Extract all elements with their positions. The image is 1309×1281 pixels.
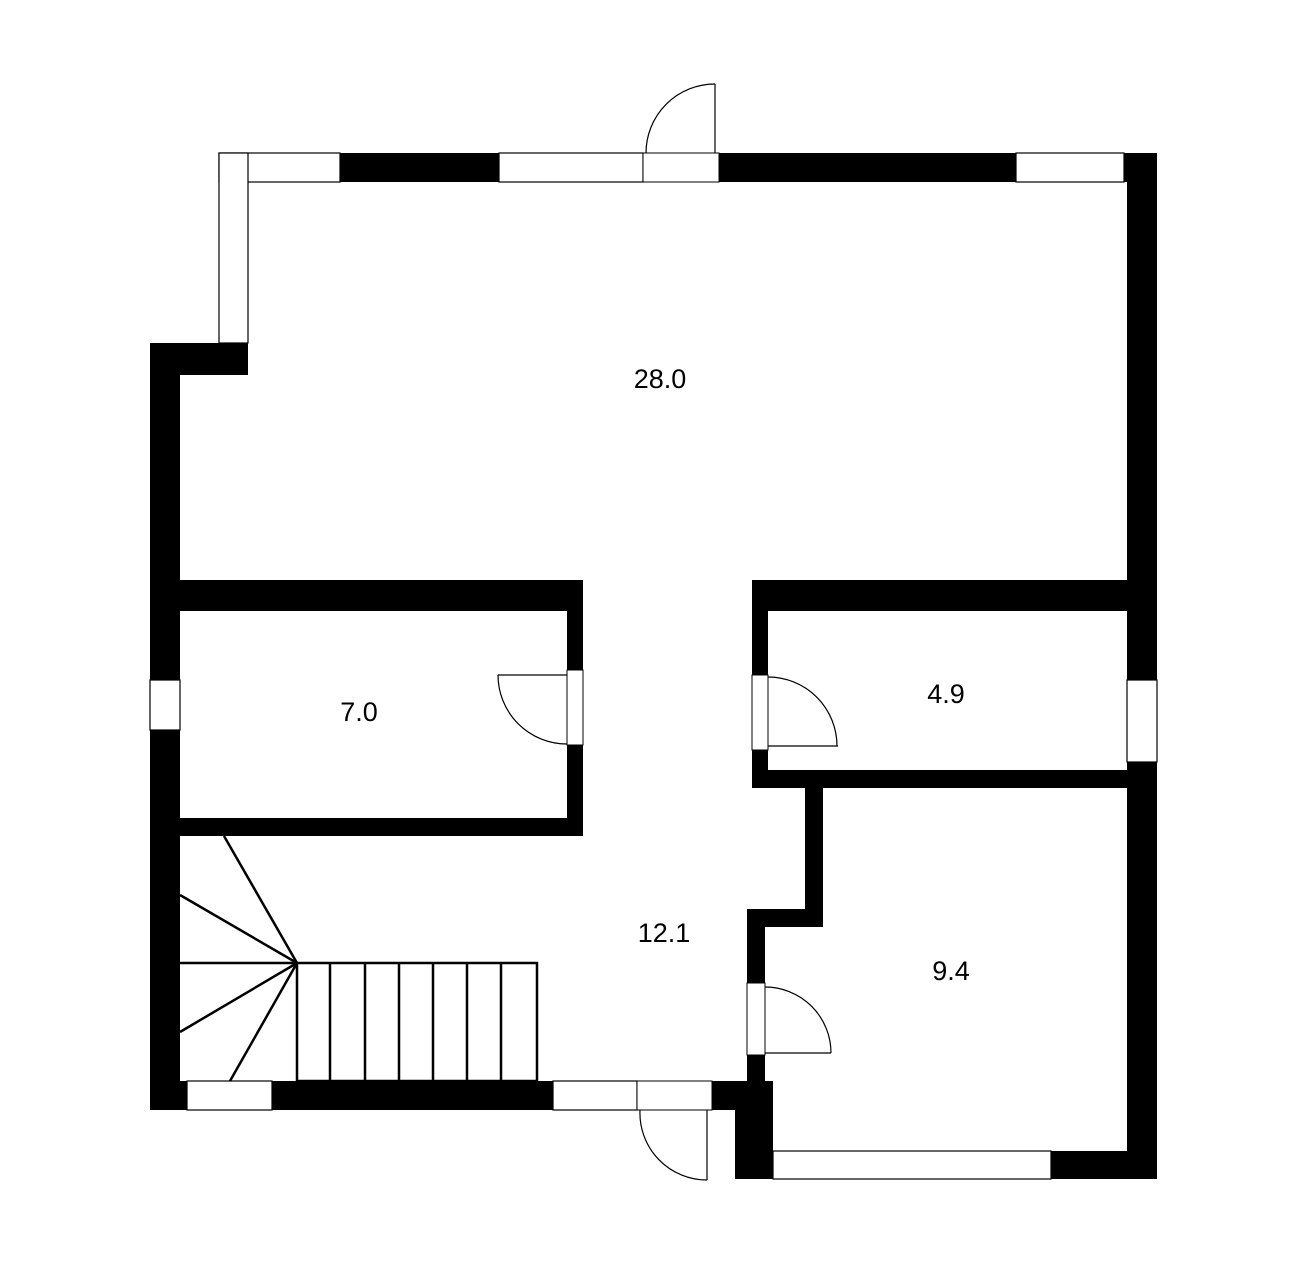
room-area-hallway: 12.1 [638,918,691,948]
left-room-bottom-wall [150,818,583,836]
small-room-door [767,676,838,747]
bottom-right-wall-left-corner [735,1081,773,1179]
bottom-door-gap [636,1080,713,1111]
bottom-wall-segment [272,1081,553,1110]
bottom-room-door-gap [746,982,766,1056]
right-wall-lower [1127,762,1157,1179]
left-upper-window [218,152,249,344]
top-door-gap [642,152,720,183]
bottom-entrance-door [639,1109,708,1181]
bottom-right-wall-segment [1051,1151,1157,1179]
room-area-right-small-room: 4.9 [927,679,965,709]
room-area-main-hall: 28.0 [634,364,687,394]
small-room-left-wall-upper [752,580,768,675]
left-wall-upper [150,343,180,680]
left-wall-lower [150,730,180,1110]
top-window-center [498,152,644,183]
small-room-door-gap [751,674,769,751]
stepped-wall-vertical-upper [805,770,823,927]
room-area-right-bottom-room: 9.4 [932,956,970,986]
left-room-right-wall-lower [567,745,583,836]
left-room-top-wall [150,580,583,611]
small-room-bottom-wall [752,770,1157,788]
top-wall-segment [719,153,1016,182]
bottom-room-door [764,986,832,1054]
room-area-left-room: 7.0 [340,697,378,727]
top-wall [218,152,1157,183]
staircase [179,835,539,1083]
stepped-wall-horizontal [747,909,823,927]
bottom-window-left [186,1080,273,1111]
bottom-room-left-wall-upper [747,909,765,983]
left-room-door [497,674,568,745]
left-window [149,679,181,731]
bottom-left-corner [150,1081,187,1110]
top-wall-segment [340,153,499,182]
left-room-door-gap [566,669,584,746]
right-window [1126,679,1158,763]
small-room-top-wall [752,580,1157,611]
bottom-window-center [552,1080,638,1111]
top-entrance-door [645,83,716,154]
bottom-window-right [772,1150,1052,1180]
top-window-right [1015,152,1125,183]
left-room-right-wall-upper [567,580,583,670]
